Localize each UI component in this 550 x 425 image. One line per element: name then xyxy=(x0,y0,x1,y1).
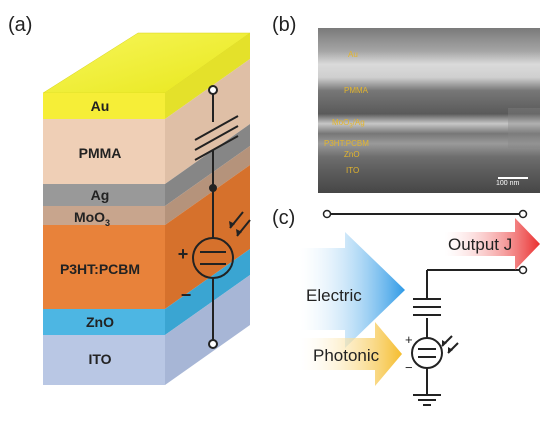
stack-minus: − xyxy=(181,285,192,305)
label-p3ht: P3HT:PCBM xyxy=(60,261,140,277)
label-ito: ITO xyxy=(88,351,111,367)
label-ag: Ag xyxy=(91,187,110,203)
stack-circuit xyxy=(192,85,251,349)
ag-layer xyxy=(43,184,165,206)
panel-label-a: (a) xyxy=(8,14,33,36)
sem-label-moo3ag: MoO3/Ag xyxy=(332,118,365,130)
sem-scalebar-label: 100 nm xyxy=(496,180,520,187)
stack-plus: + xyxy=(178,244,189,264)
label-au: Au xyxy=(91,98,110,114)
panel-label-c: (c) xyxy=(272,207,296,229)
panel-label-b: (b) xyxy=(272,14,297,36)
label-pmma: PMMA xyxy=(79,145,122,161)
sem-label-p3ht: P3HT:PCBM xyxy=(324,139,369,148)
p3ht-layer xyxy=(43,225,165,309)
electric-arrow xyxy=(300,232,405,348)
circuit-plus: + xyxy=(405,332,413,347)
equivalent-circuit: Electric Photonic Output J + − xyxy=(300,209,540,406)
au-layer xyxy=(43,93,165,119)
device-stack: Au PMMA Ag MoO3 P3HT:PCBM ZnO ITO + − xyxy=(42,32,251,385)
sem-label-zno: ZnO xyxy=(344,150,360,159)
output-label: Output J xyxy=(448,235,512,254)
sem-label-au: Au xyxy=(348,50,358,59)
circuit-minus: − xyxy=(405,360,413,375)
photonic-label: Photonic xyxy=(313,346,380,365)
ito-layer xyxy=(43,335,165,385)
moo3-layer xyxy=(43,206,165,225)
sem-label-pmma: PMMA xyxy=(344,86,368,95)
zno-layer xyxy=(43,309,165,335)
sem-image: Au PMMA MoO3/Ag P3HT:PCBM ZnO ITO 100 nm xyxy=(318,28,540,193)
sem-label-ito: ITO xyxy=(346,166,360,175)
output-arrow xyxy=(445,218,540,270)
pmma-layer xyxy=(43,119,165,184)
label-zno: ZnO xyxy=(86,314,114,330)
photonic-arrow xyxy=(300,322,402,386)
electric-label: Electric xyxy=(306,286,362,305)
label-moo3: MoO3 xyxy=(74,209,110,228)
